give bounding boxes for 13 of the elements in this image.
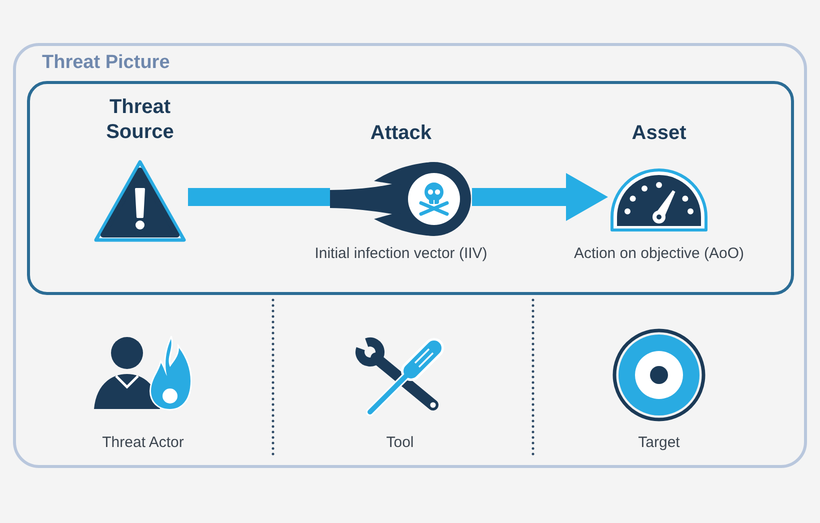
connector xyxy=(188,188,330,206)
rounded-panel xyxy=(13,43,807,468)
heading: Threat Source xyxy=(105,95,175,145)
panel-title: Threat Picture xyxy=(42,52,170,74)
heading: Asset xyxy=(632,121,686,146)
node-label: Threat Actor xyxy=(102,433,184,452)
node-subtitle: Action on objective (AoO) xyxy=(574,244,744,263)
node-label: Tool xyxy=(386,433,414,452)
node-label: Target xyxy=(638,433,680,452)
heading: Attack xyxy=(370,121,432,146)
arrow xyxy=(472,173,608,221)
rounded-frame xyxy=(27,81,794,295)
node-subtitle: Initial infection vector (IIV) xyxy=(314,244,488,263)
